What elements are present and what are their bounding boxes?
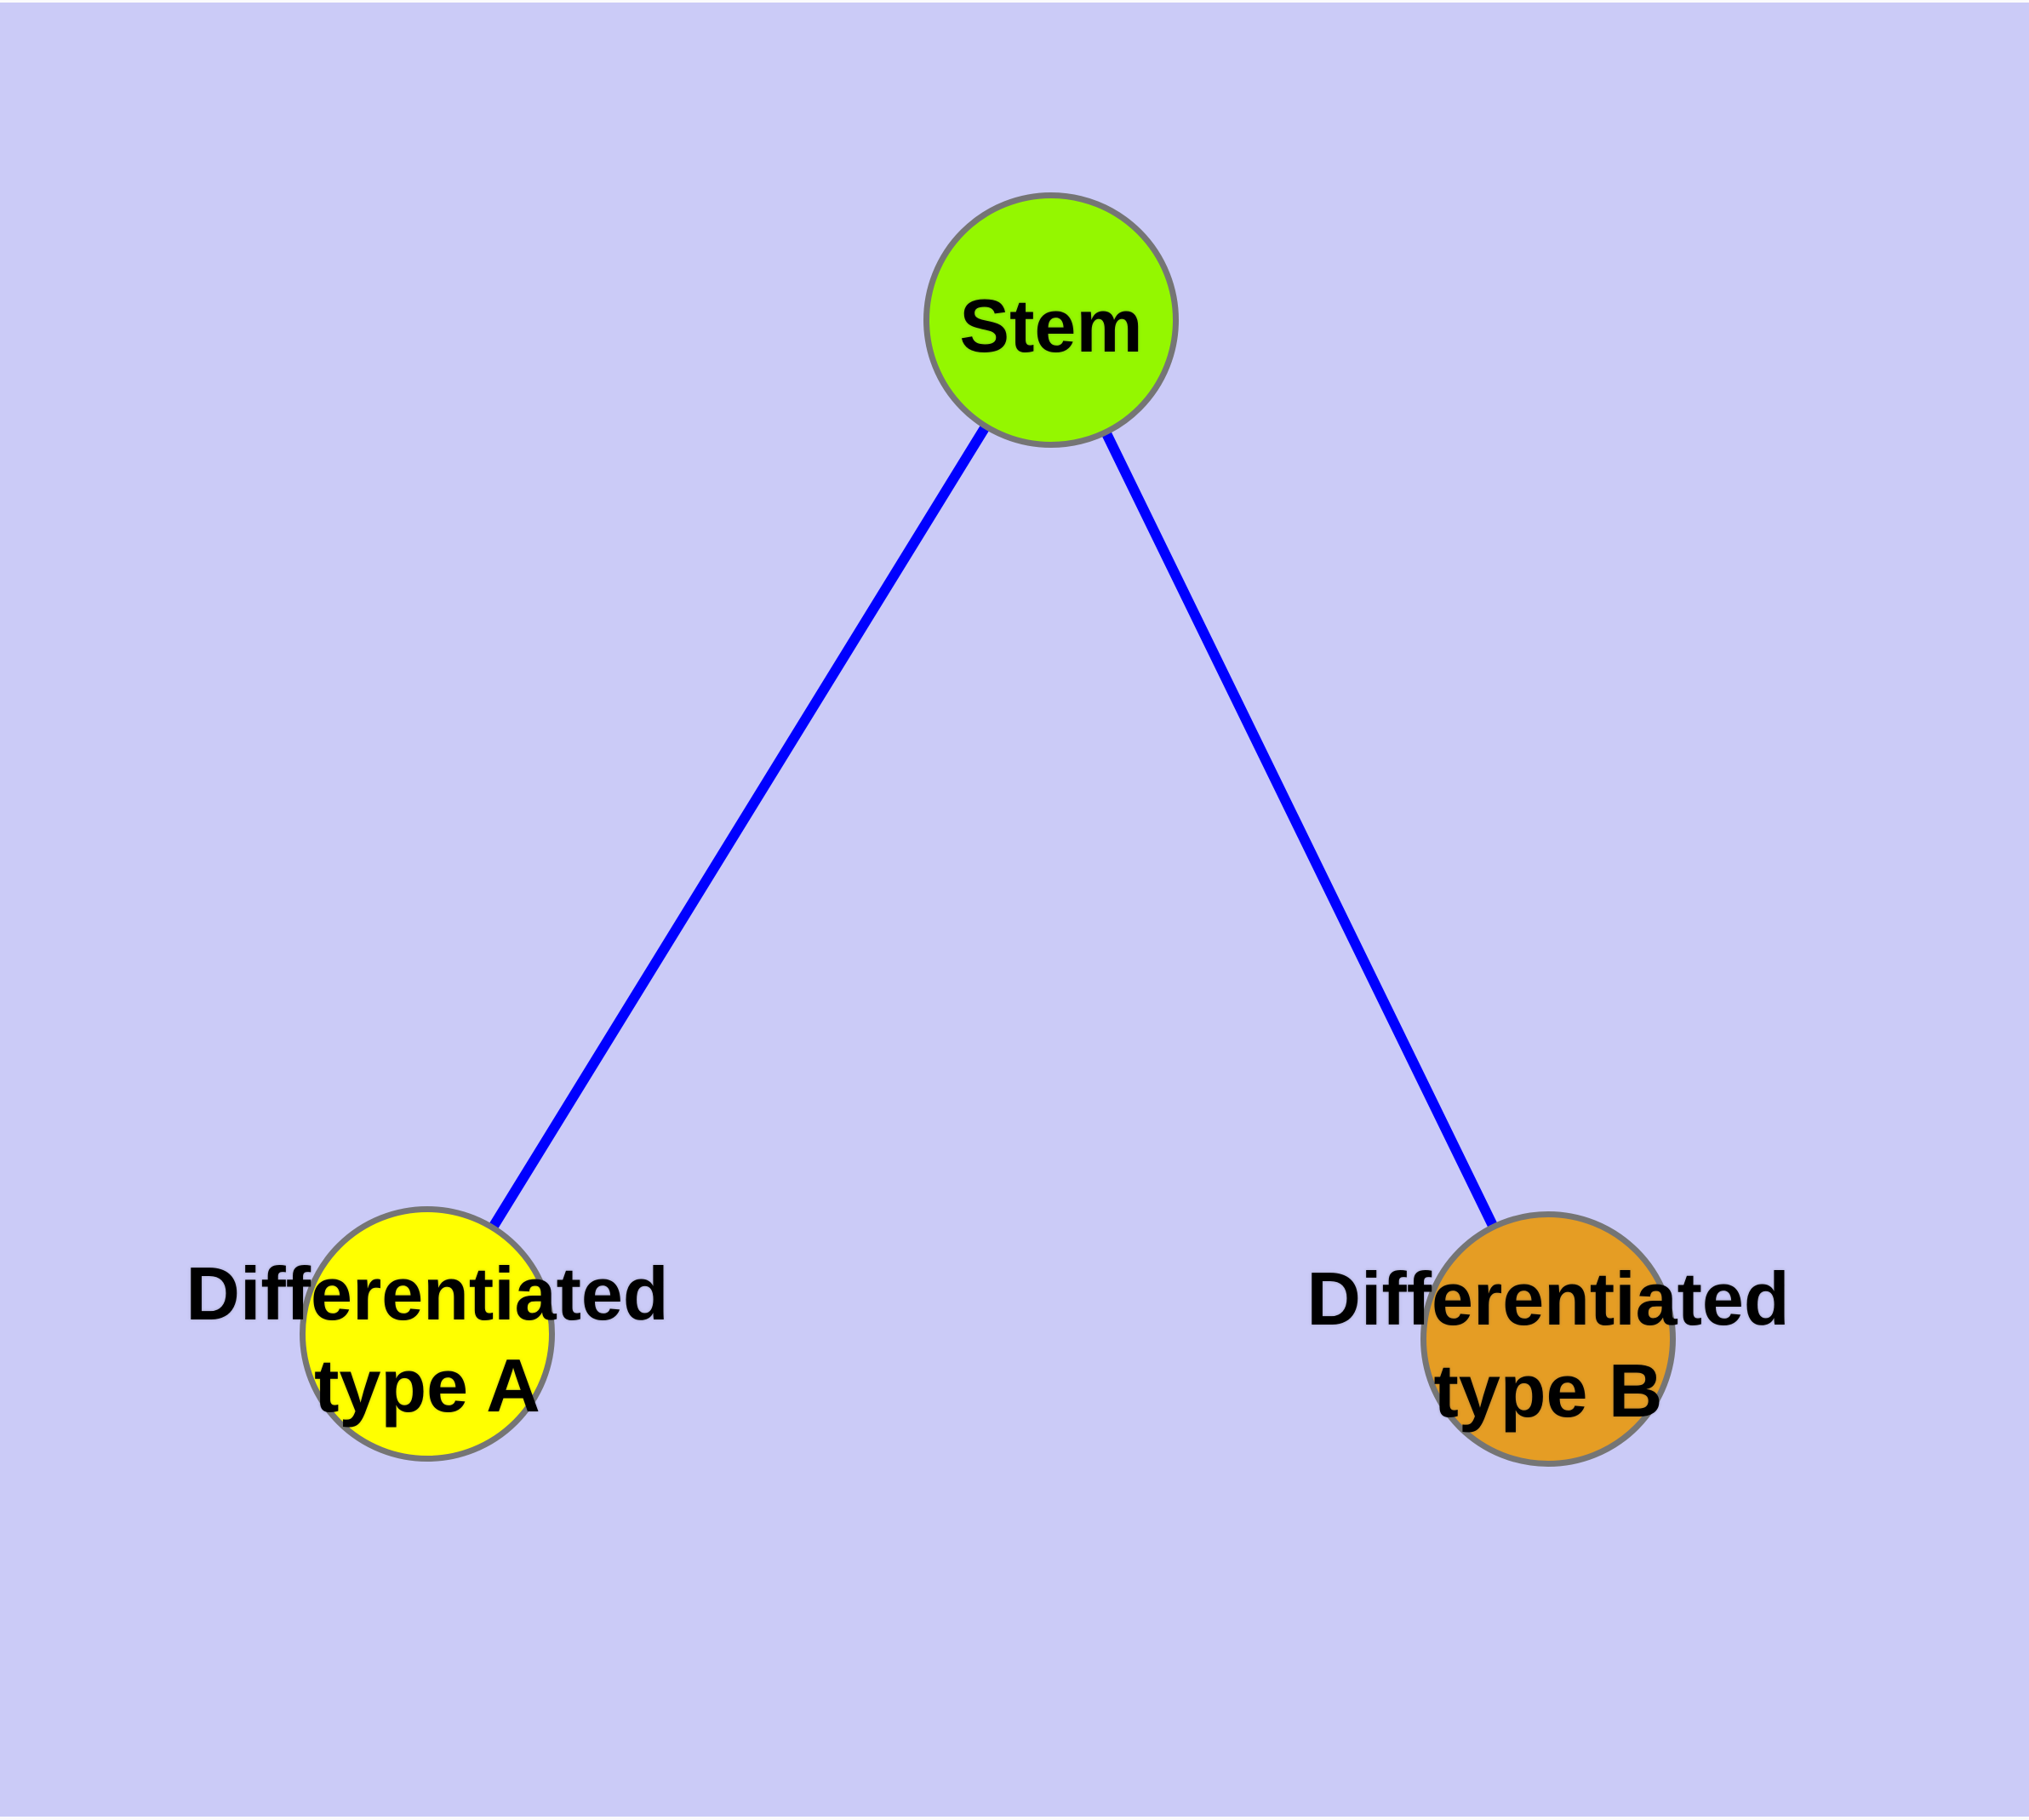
node-stem-circle <box>923 192 1179 448</box>
edge-layer <box>422 317 1553 1342</box>
node-differentiated-type-b-circle <box>1420 1211 1676 1467</box>
edge-stem-to-type-a <box>422 317 1056 1337</box>
edge-stem-to-type-b <box>1046 318 1553 1342</box>
node-differentiated-type-a-circle <box>300 1206 555 1462</box>
